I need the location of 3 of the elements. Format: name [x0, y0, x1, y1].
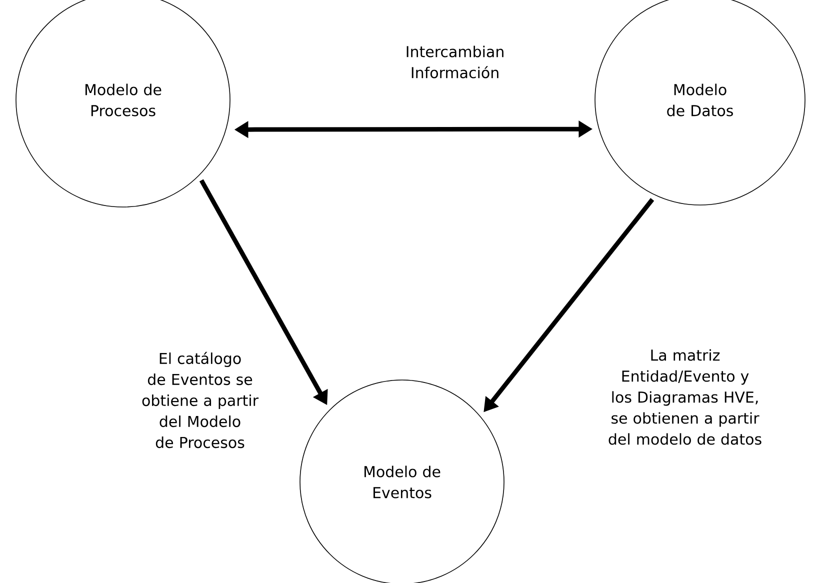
edge-label: El catálogo de Eventos se obtiene a partir del Modelo de Procesos	[142, 352, 258, 448]
edge-label: Intercambian Información	[406, 46, 504, 78]
edge-label: La matriz Entidad/Evento y los Diagramas HVE, se obtienen a partir del modelo de datos	[608, 349, 762, 445]
